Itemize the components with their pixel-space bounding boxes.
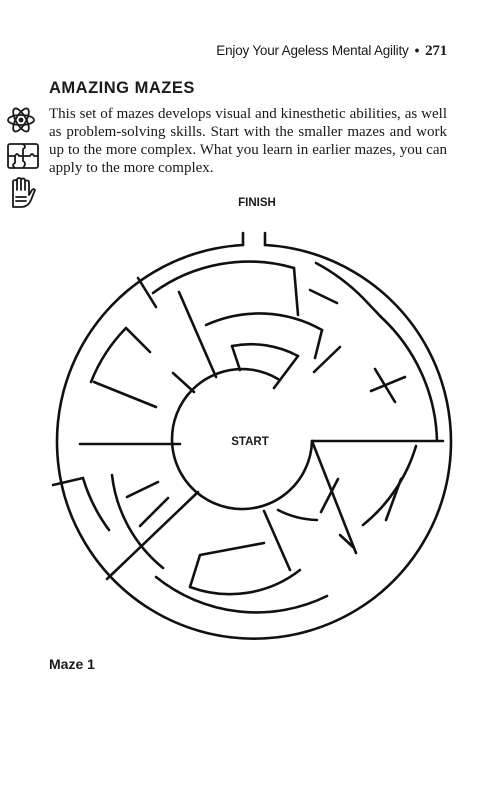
maze-start-ring	[170, 367, 314, 511]
maze-wall	[188, 568, 302, 596]
running-header: Enjoy Your Ageless Mental Agility • 271	[150, 43, 447, 60]
maze-wall	[262, 509, 292, 572]
hand-icon	[12, 177, 36, 208]
maze-wall	[272, 354, 300, 390]
maze-outer-wall	[55, 243, 453, 640]
maze-wall	[308, 288, 339, 305]
header-separator: •	[414, 43, 420, 58]
maze-wall	[378, 314, 439, 443]
maze-wall	[384, 477, 403, 522]
maze-wall	[92, 380, 158, 409]
maze-wall	[188, 541, 266, 589]
maze-wall	[369, 375, 407, 393]
maze-wall	[230, 342, 300, 358]
maze-wall	[177, 290, 218, 379]
margin-icons	[6, 105, 42, 215]
maze-wall	[124, 326, 152, 354]
maze-wall	[230, 344, 242, 372]
maze-wall	[310, 439, 358, 555]
maze-wall	[151, 260, 296, 295]
section-title: AMAZING MAZES	[49, 79, 195, 97]
maze-wall	[312, 345, 342, 374]
maze-wall	[338, 533, 355, 549]
maze-wall	[361, 444, 418, 527]
maze-wall	[314, 261, 365, 300]
maze-wall	[138, 496, 170, 528]
puzzle-icon	[7, 143, 39, 169]
maze-wall	[361, 296, 384, 320]
maze-wall	[89, 326, 128, 384]
intro-paragraph: This set of mazes develops visual and ki…	[49, 106, 447, 176]
maze-wall	[313, 328, 324, 360]
maze-wall	[292, 266, 300, 317]
maze-caption: Maze 1	[49, 656, 95, 672]
maze-wall	[125, 480, 160, 499]
running-title: Enjoy Your Ageless Mental Agility	[216, 43, 409, 58]
maze-wall	[276, 508, 319, 522]
maze-wall	[171, 371, 196, 394]
atom-icon	[7, 107, 35, 133]
maze-wall	[110, 473, 165, 570]
page-number: 271	[425, 43, 447, 59]
maze-wall	[51, 476, 111, 532]
maze-wall	[204, 312, 324, 332]
maze-wall	[136, 276, 158, 309]
maze-start-label: START	[231, 436, 269, 448]
maze-wall	[319, 477, 340, 514]
maze-finish-label: FINISH	[238, 197, 276, 209]
maze-wall	[154, 575, 329, 614]
maze-wall	[105, 490, 200, 581]
